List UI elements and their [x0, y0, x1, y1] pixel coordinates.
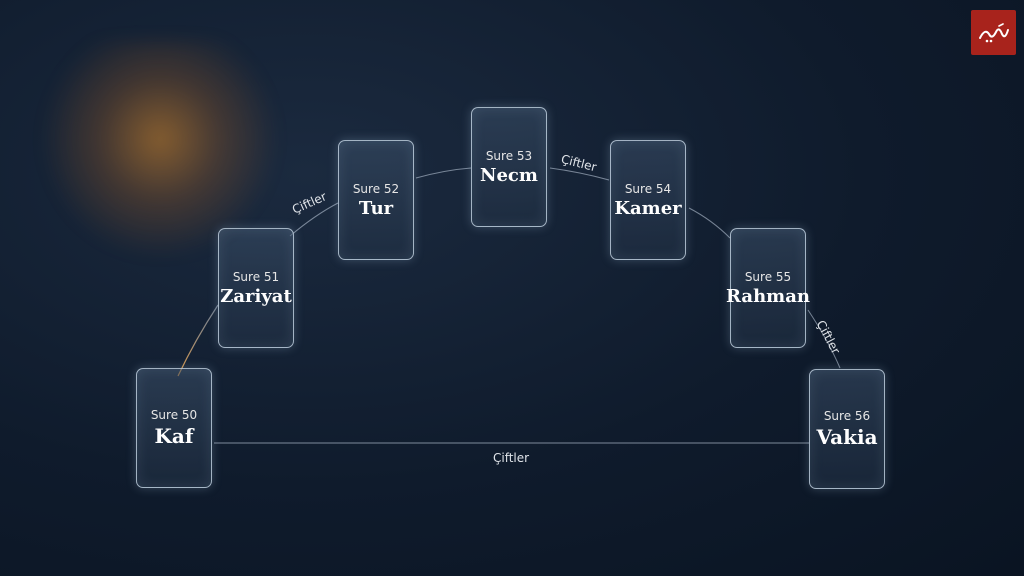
surah-name: Vakia [816, 425, 878, 449]
surah-number: Sure 54 [624, 181, 672, 196]
surah-name: Tur [358, 197, 394, 219]
calligraphy-logo-icon [971, 10, 1016, 55]
surah-name: Kamer [614, 197, 682, 219]
connector-55-56 [807, 309, 841, 369]
surah-card-tur: Sure 52 Tur [338, 140, 414, 260]
surah-number: Sure 50 [150, 408, 198, 422]
surah-card-kaf: Sure 50 Kaf [136, 368, 212, 488]
surah-name: Rahman [726, 285, 810, 307]
surah-name: Zariyat [220, 285, 292, 307]
pair-label-50-56: Çiftler [493, 451, 530, 465]
surah-card-kamer: Sure 54 Kamer [610, 140, 686, 260]
connector-52-53 [415, 167, 472, 179]
surah-number: Sure 53 [485, 148, 533, 163]
surah-name: Kaf [154, 424, 194, 448]
surah-number: Sure 55 [744, 269, 792, 284]
connector-50-51 [177, 304, 219, 377]
surah-card-necm: Sure 53 Necm [471, 107, 547, 227]
surah-number: Sure 52 [352, 181, 400, 196]
surah-number: Sure 51 [232, 269, 280, 284]
surah-card-rahman: Sure 55 Rahman [726, 228, 810, 348]
surah-card-vakia: Sure 56 Vakia [809, 369, 885, 489]
connector-51-52 [289, 202, 339, 237]
connector-54-55 [688, 207, 731, 239]
surah-card-zariyat: Sure 51 Zariyat [218, 228, 294, 348]
surah-number: Sure 56 [823, 409, 871, 423]
connector-53-54 [549, 167, 610, 181]
surah-name: Necm [480, 164, 538, 186]
